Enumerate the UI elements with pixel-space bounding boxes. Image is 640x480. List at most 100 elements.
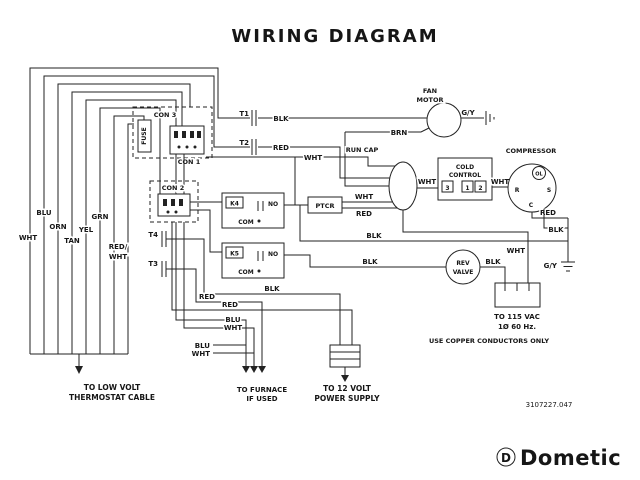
wire-label-blk: BLK <box>264 285 280 293</box>
wire-label-red: RED <box>273 144 289 152</box>
con3-label: CON 3 <box>154 111 177 119</box>
con2-label: CON 2 <box>162 184 185 192</box>
fuse-box <box>137 119 152 153</box>
power-wiring: BLK WHT <box>284 204 568 283</box>
wire-8 <box>127 123 134 354</box>
wire-label-blk: BLK <box>362 258 378 266</box>
t2-terminal <box>251 139 257 155</box>
compressor-c-label: C <box>529 202 534 209</box>
k4-no-contact <box>257 201 264 211</box>
supply-arrow-icon <box>341 375 349 382</box>
k5-label: K5 <box>230 251 239 258</box>
vac-connection: TO 115 VAC 1Ø 60 Hz. USE COPPER CONDUCTO… <box>429 282 549 345</box>
con2-pin <box>179 199 183 206</box>
run-cap-symbol <box>388 161 418 211</box>
wire-label-wht: WHT <box>192 350 211 358</box>
k4-label: K4 <box>230 201 239 208</box>
con1-pin <box>190 131 194 138</box>
con1-con2-link <box>175 154 185 194</box>
fuse-label: FUSE <box>141 127 148 144</box>
compressor-ol-label: OL <box>535 172 543 178</box>
thermostat-note-1: TO LOW VOLT <box>84 383 141 392</box>
ptcr-label: PTCR <box>316 202 335 210</box>
con3-box <box>132 106 213 159</box>
wire-label-blk: BLK <box>273 115 289 123</box>
bundle-collector <box>30 353 128 366</box>
t3-label: T3 <box>148 260 158 268</box>
wire-wht-vac <box>402 210 529 283</box>
run-capacitor: WHT RED RUN CAP WHT <box>206 143 438 211</box>
page-title: WIRING DIAGRAM <box>231 26 438 47</box>
rev-valve-label-1: REV <box>456 260 470 267</box>
ground-icon <box>485 111 495 125</box>
wire-red-cap <box>258 146 390 179</box>
wire-label-gy: G/Y <box>544 262 558 270</box>
terminals: T1 T2 T4 T3 <box>147 109 257 277</box>
t1-terminal <box>251 110 257 126</box>
k5-box <box>221 242 285 279</box>
wire-label-wht: WHT <box>418 178 437 186</box>
ptcr: PTCR WHT RED <box>294 157 397 220</box>
wire-label-tan: TAN <box>64 237 80 245</box>
cold-control-label-2: CONTROL <box>449 172 481 179</box>
wire-label-wht: WHT <box>491 178 510 186</box>
fan-motor-label-2: MOTOR <box>417 96 444 104</box>
wire-label-red: RED <box>540 209 556 217</box>
wire-label-blk: BLK <box>366 232 382 240</box>
cold-terminal-1 <box>461 180 474 193</box>
dometic-logo-icon <box>496 447 516 467</box>
wire-con2-k5 <box>190 209 222 253</box>
con2-pin-dot <box>174 210 178 214</box>
fan-motor-label-1: FAN <box>423 87 437 95</box>
footer: 3107227.047 D Dometic <box>496 401 621 470</box>
con2-pin <box>171 199 175 206</box>
wire-4 <box>71 91 183 354</box>
callouts: TO LOW VOLT THERMOSTAT CABLE TO FURNACE … <box>69 383 380 403</box>
wire-ptcr-left <box>294 157 308 206</box>
wire-red-compressor <box>531 212 568 219</box>
wire-blu-furnace <box>175 222 247 366</box>
ptcr-box <box>307 196 343 214</box>
compressor-s-label: S <box>547 187 551 194</box>
con2-pin-dot <box>166 210 170 214</box>
wire-wht-cap <box>206 156 395 167</box>
wire-brn <box>344 127 430 187</box>
wire-label-red: RED <box>222 301 238 309</box>
left-wire-bundle: WHT BLU ORN TAN YEL GRN RED/ WHT <box>17 67 250 374</box>
brand-name: Dometic <box>520 446 621 470</box>
wire-label-grn: GRN <box>92 213 109 221</box>
furnace-arrow-icon <box>250 366 258 373</box>
wire-label-blu: BLU <box>36 209 52 217</box>
furnace-arrow-icon <box>258 366 266 373</box>
supply-note-1: TO 12 VOLT <box>323 384 372 393</box>
connector-block-con2: CON 2 <box>149 180 199 223</box>
wire-label-wht: WHT <box>507 247 526 255</box>
wire-blk-rev-out <box>480 266 506 283</box>
con1-pin-dot <box>193 145 197 149</box>
wire-wht-furnace <box>183 222 255 366</box>
vac-note-1: TO 115 VAC <box>494 313 540 321</box>
wire-label-blu: BLU <box>225 316 241 324</box>
cold-terminal-2-label: 2 <box>478 185 482 192</box>
rev-valve-symbol <box>445 249 481 285</box>
t1-label: T1 <box>239 110 249 118</box>
con1-box <box>169 125 205 155</box>
supply-box-lines <box>330 351 360 360</box>
reversing-valve: BLK REV VALVE BLK <box>284 249 506 285</box>
wire-label-blu: BLU <box>195 342 211 350</box>
wire-red-furnace <box>166 268 263 366</box>
furnace-note-2: IF USED <box>246 395 277 403</box>
supply-box <box>329 344 361 368</box>
cold-terminal-3 <box>441 180 454 193</box>
fan-motor: BLK FAN MOTOR BRN G/Y <box>258 86 495 187</box>
cold-control-label-1: COLD <box>456 164 474 171</box>
wire-label-blk: BLK <box>548 226 564 234</box>
k4-no-label: NO <box>268 201 278 208</box>
connector-block-con3: CON 3 FUSE CON 1 <box>132 106 213 194</box>
con1-pin-dot <box>185 145 189 149</box>
wire-label-orn: ORN <box>49 223 66 231</box>
wire-label-wht: WHT <box>355 193 374 201</box>
con1-pin <box>197 131 201 138</box>
